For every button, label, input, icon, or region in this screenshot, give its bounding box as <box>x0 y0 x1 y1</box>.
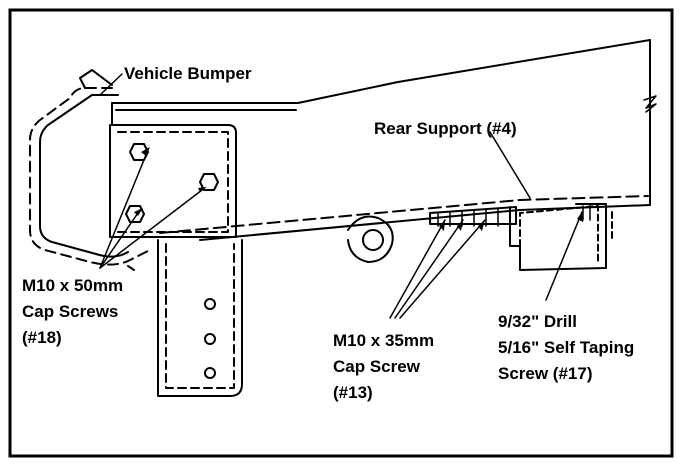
figure-frame <box>8 8 674 458</box>
hex-cap-screws-50mm <box>125 143 219 223</box>
vehicle-bumper-outline <box>29 69 151 271</box>
label-rear-support: Rear Support (#4) <box>374 119 517 138</box>
leader-lines <box>99 73 583 319</box>
bracket-hole <box>204 333 216 345</box>
label-drill-self-taping-screw: 9/32" Drill 5/16" Self Taping Screw (#17… <box>498 312 639 383</box>
label-cap-screw-35mm: M10 x 35mm Cap Screw (#13) <box>333 331 439 402</box>
leader-arrowheads <box>134 147 583 231</box>
hex-screw-head <box>199 173 219 191</box>
hex-screw-head <box>129 143 149 161</box>
vertical-bracket <box>157 239 243 397</box>
bracket-hole <box>204 367 216 379</box>
rear-support-bracket <box>429 203 607 271</box>
label-cap-screws-50mm: M10 x 50mm Cap Screws (#18) <box>22 276 128 347</box>
frame-boss <box>347 215 394 263</box>
label-vehicle-bumper: Vehicle Bumper <box>124 64 252 83</box>
mounting-plate <box>109 124 237 238</box>
hex-screw-head <box>125 205 145 223</box>
bracket-hole <box>204 298 216 310</box>
